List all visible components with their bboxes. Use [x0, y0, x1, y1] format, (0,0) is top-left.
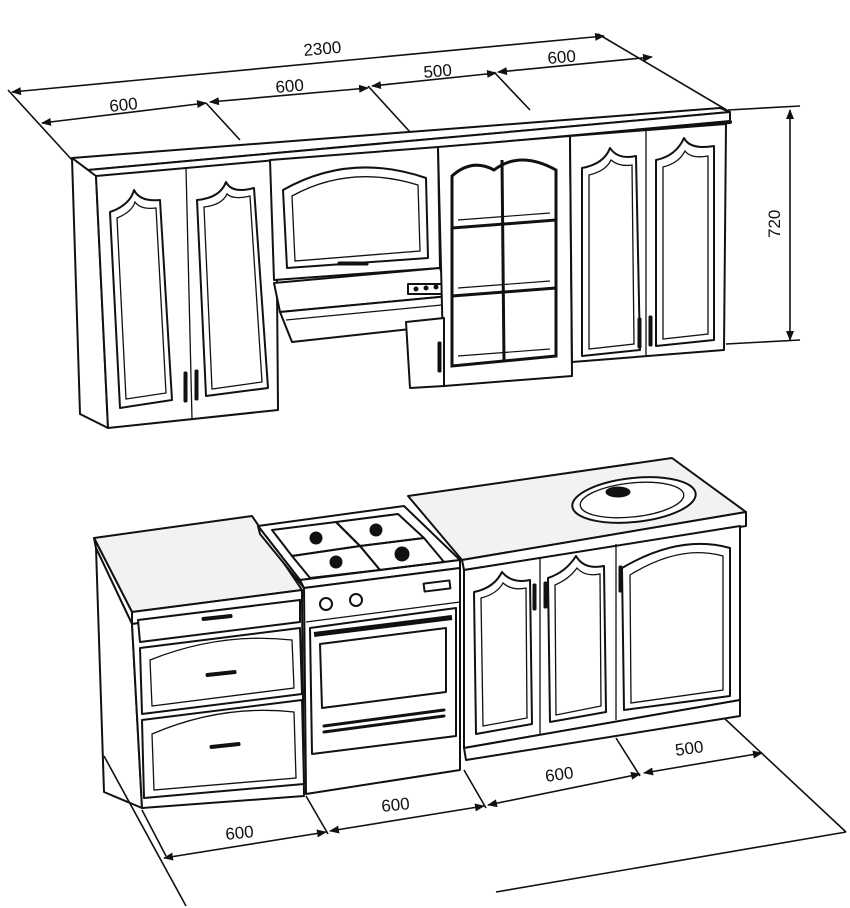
handle-icon[interactable]: [337, 261, 369, 266]
upper-cabinets: [71, 107, 732, 429]
lower-cabinets: [93, 457, 747, 809]
drawer-3[interactable]: [141, 699, 305, 799]
handle-icon[interactable]: [437, 341, 442, 373]
hood-button-icon[interactable]: [433, 284, 439, 290]
hood-button-icon[interactable]: [423, 285, 429, 291]
drawer-unit: [93, 515, 305, 809]
handle-icon[interactable]: [543, 581, 548, 609]
upper-door-1b: [196, 181, 269, 397]
handle-icon[interactable]: [194, 369, 199, 401]
dim-lower-1: 600: [224, 822, 254, 844]
handle-icon[interactable]: [209, 742, 241, 749]
dim-lower-3: 600: [544, 763, 575, 786]
plinth: [463, 699, 741, 761]
vent-slots: [322, 708, 446, 734]
glass-door: [450, 158, 558, 368]
knob-icon[interactable]: [319, 597, 333, 611]
handle-icon[interactable]: [618, 565, 623, 593]
sink-unit: [407, 457, 747, 761]
burner-icon[interactable]: [394, 546, 410, 562]
dim-height: 720: [765, 210, 784, 238]
dim-upper-4: 600: [547, 47, 577, 68]
ignition-button[interactable]: [422, 579, 452, 593]
dimension-lines: [7, 32, 847, 907]
handle-icon[interactable]: [201, 614, 233, 621]
dim-upper-1: 600: [108, 94, 138, 116]
dim-upper-total: 2300: [303, 38, 342, 60]
burner-icon[interactable]: [309, 531, 323, 545]
dim-line-2300: [11, 32, 605, 96]
upper-door-1a: [109, 189, 173, 409]
burner-grates: [271, 513, 445, 579]
oven-window: [319, 627, 447, 709]
oven-door[interactable]: [309, 607, 457, 755]
upper-door-4a: [581, 147, 641, 357]
burner-icon[interactable]: [329, 555, 343, 569]
hood-button-icon[interactable]: [413, 286, 419, 292]
dim-lower-4: 500: [674, 737, 705, 760]
lower-door-3[interactable]: [621, 542, 731, 711]
handle-icon[interactable]: [532, 583, 537, 611]
upper-cabinet-4: [569, 123, 727, 363]
upper-cabinet-1: [95, 159, 279, 429]
dim-upper-2: 600: [275, 76, 305, 97]
handle-icon[interactable]: [183, 371, 188, 403]
drain-icon: [605, 486, 631, 498]
lower-door-2[interactable]: [547, 555, 607, 723]
dim-lower-2: 600: [380, 794, 410, 816]
lower-door-1[interactable]: [473, 571, 533, 735]
knob-icon[interactable]: [349, 593, 363, 607]
handle-icon[interactable]: [648, 315, 653, 347]
upper-cabinet-3: [405, 135, 573, 389]
stove: [257, 505, 461, 795]
dim-upper-3: 500: [423, 61, 453, 82]
burner-icon[interactable]: [369, 523, 383, 537]
hood-cabinet-door: [282, 166, 429, 269]
upper-door-4b: [655, 137, 715, 347]
dimension-labels: 2300 600 600 500 600 720 600 600 600 500: [108, 38, 784, 844]
drawer-1[interactable]: [137, 599, 301, 643]
upper-cabinet-2: [269, 146, 457, 343]
oven-handle-icon[interactable]: [313, 615, 453, 637]
handle-icon[interactable]: [205, 670, 237, 677]
handle-icon[interactable]: [637, 317, 642, 349]
